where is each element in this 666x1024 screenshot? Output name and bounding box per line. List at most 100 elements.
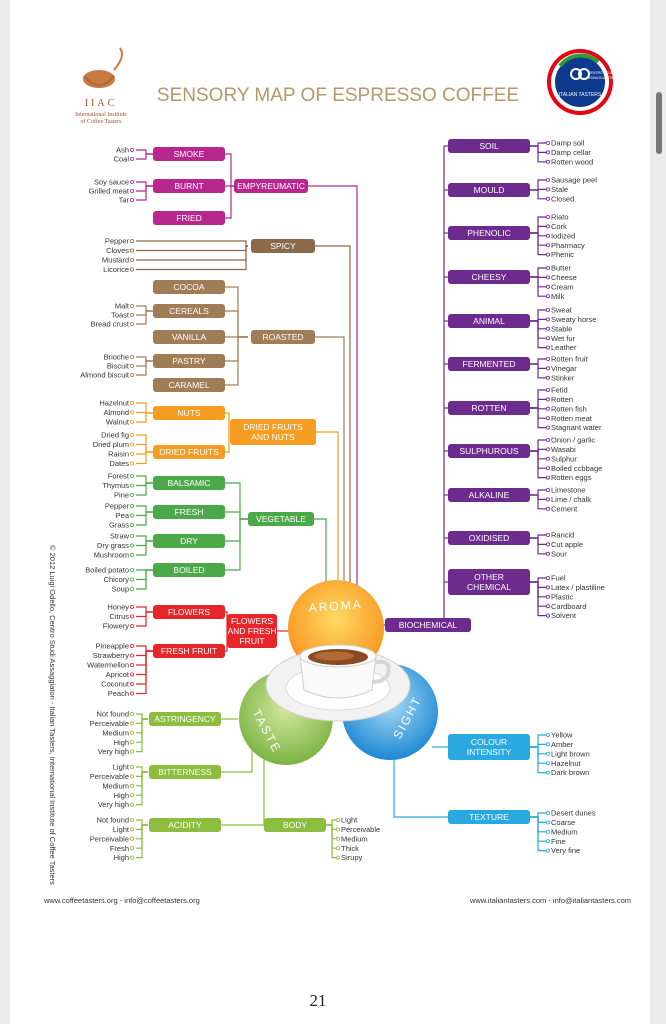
connector-line — [225, 511, 248, 520]
connector-line — [225, 336, 248, 386]
leaf-dot — [129, 188, 134, 193]
cocoa-box — [153, 280, 225, 294]
center-circles: AROMA TASTE SIGHT — [239, 580, 438, 765]
connector-line — [326, 824, 336, 859]
leaf-dot — [129, 257, 134, 262]
leaf-label: Ash — [116, 146, 129, 155]
leaf-label: Perceivable — [90, 834, 129, 843]
connector-line — [315, 245, 351, 600]
leaf-label: Medium — [102, 781, 129, 790]
leaf-dot — [129, 179, 134, 184]
leaf-label: Dried plum — [93, 440, 129, 449]
leaf-dot — [129, 730, 134, 735]
leaf-dot — [129, 836, 134, 841]
alkaline-box — [448, 488, 530, 502]
spicy-label: SPICY — [270, 241, 296, 251]
connector-line — [136, 766, 148, 773]
leaf-label: Cream — [551, 282, 574, 291]
leaf-label: Lime / chalk — [551, 495, 591, 504]
leaf-dot — [129, 644, 134, 649]
leaf-label: Limestone — [551, 486, 586, 495]
leaf-dot — [129, 321, 134, 326]
other-label: OTHER — [474, 572, 504, 582]
page-title: SENSORY MAP OF ESPRESSO COFFEE — [157, 85, 519, 106]
leaf-dot — [546, 576, 551, 581]
leaf-label: Brioche — [104, 353, 129, 362]
leaf-dot — [546, 848, 551, 853]
connector-line — [136, 360, 153, 376]
leaf-dot — [129, 248, 134, 253]
leaf-label: Hazelnut — [99, 399, 130, 408]
and-nuts-label: AND NUTS — [251, 432, 295, 442]
leaf-label: Dark brown — [551, 768, 589, 777]
connector-line — [136, 569, 153, 590]
leaf-dot — [546, 533, 551, 538]
leaf-label: Boiled potato — [85, 566, 129, 575]
leaf-label: Sweaty horse — [551, 315, 596, 324]
connector-line — [136, 650, 153, 676]
leaf-label: Rotten eggs — [551, 473, 592, 482]
leaf-dot — [546, 425, 551, 430]
leaf-label: Very fine — [551, 846, 580, 855]
leaf-label: Light — [113, 763, 130, 772]
connector-line — [530, 398, 546, 409]
leaf-dot — [546, 742, 551, 747]
nuts-box — [153, 406, 225, 420]
leaf-dot — [129, 577, 134, 582]
alkaline-label: ALKALINE — [469, 490, 510, 500]
fried-label: FRIED — [176, 213, 202, 223]
leaf-label: Grilled meat — [89, 187, 130, 196]
leaf-dot — [546, 294, 551, 299]
leaf-dot — [129, 312, 134, 317]
leaf-label: Damp cellar — [551, 148, 592, 157]
leaf-dot — [546, 447, 551, 452]
leaf-dot — [546, 159, 551, 164]
leaf-label: Dry grass — [97, 541, 129, 550]
connector-line — [136, 540, 153, 556]
connector-line — [530, 267, 546, 278]
leaf-dot — [129, 846, 134, 851]
scrollbar-thumb[interactable] — [656, 92, 662, 154]
leaf-label: Closed — [551, 194, 574, 203]
leaf-label: Pea — [116, 511, 130, 520]
leaf-label: Stale — [551, 185, 568, 194]
intensity-label: INTENSITY — [467, 747, 512, 757]
fresh-label: FRESH — [175, 507, 204, 517]
leaf-label: Light — [113, 825, 130, 834]
connector-line — [530, 489, 546, 496]
leaf-dot — [129, 624, 134, 629]
spicy-box — [251, 239, 315, 253]
leaf-label: Desert dunes — [551, 809, 596, 818]
leaf-dot — [129, 513, 134, 518]
leaf-label: Solvent — [551, 611, 577, 620]
fresh-fruit-box — [153, 644, 225, 658]
leaf-label: Very high — [98, 800, 129, 809]
leaf-label: Medium — [341, 834, 368, 843]
leaf-label: Malt — [115, 302, 130, 311]
logo-text-1: CENTRO STUDI — [588, 71, 614, 75]
leaf-dot — [335, 818, 340, 823]
leaf-dot — [129, 855, 134, 860]
leaf-label: Very high — [98, 747, 129, 756]
leaf-dot — [546, 356, 551, 361]
leaf-dot — [129, 156, 134, 161]
leaf-dot — [546, 751, 551, 756]
leaf-dot — [546, 475, 551, 480]
logo-line-2: of Coffee Tasters — [80, 118, 122, 125]
flowers-label: FLOWERS — [231, 616, 273, 626]
connector-line — [136, 402, 153, 414]
texture-box — [448, 810, 530, 824]
leaf-label: Dried fig — [101, 431, 129, 440]
leaf-label: Rotten wood — [551, 157, 593, 166]
leaf-dot — [129, 663, 134, 668]
leaf-dot — [129, 802, 134, 807]
leaf-dot — [546, 456, 551, 461]
page-sheet — [10, 0, 650, 1024]
leaf-label: Coarse — [551, 818, 575, 827]
leaf-label: Rotten fish — [551, 404, 587, 413]
leaf-dot — [546, 150, 551, 155]
leaf-dot — [335, 827, 340, 832]
connector-line — [530, 320, 546, 349]
connector-line — [225, 310, 248, 338]
empyreumatic-label: EMPYREUMATIC — [237, 181, 305, 191]
